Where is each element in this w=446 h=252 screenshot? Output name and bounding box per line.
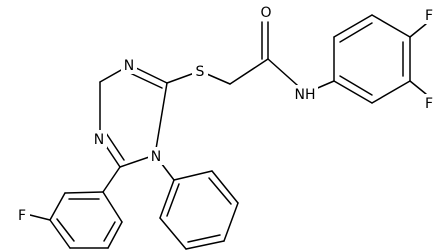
- fluorine-atom-right: F: [421, 94, 437, 112]
- bond: [102, 191, 123, 223]
- fluorine-atom-left: F: [14, 206, 30, 224]
- triazole-n4-atom: N: [148, 147, 164, 165]
- triazole-n2-label: N: [94, 132, 104, 148]
- bond: [333, 80, 373, 104]
- bond: [371, 14, 411, 38]
- bond: [371, 80, 411, 104]
- amide-nh-label: NH: [295, 87, 316, 103]
- bond: [166, 183, 180, 217]
- bond: [64, 191, 104, 194]
- oxygen-label: O: [260, 5, 271, 21]
- bond: [56, 218, 75, 242]
- bond: [29, 214, 51, 221]
- bond: [159, 217, 187, 250]
- bond: [333, 14, 373, 38]
- bond: [102, 166, 121, 193]
- bond: [211, 170, 239, 204]
- fluorine-label: F: [425, 96, 433, 112]
- bond: [103, 221, 116, 242]
- bond: [105, 132, 125, 161]
- bond: [159, 179, 175, 219]
- bond: [339, 22, 373, 43]
- bond: [223, 202, 239, 242]
- fluorine-label: F: [18, 208, 26, 224]
- sulfur-label: S: [196, 64, 205, 80]
- atom-labels: O S NH N N N F F: [14, 3, 437, 224]
- triazole-n2-atom: N: [91, 130, 107, 148]
- bond: [129, 72, 163, 89]
- bond: [49, 219, 71, 249]
- fluorine-label: F: [425, 8, 433, 24]
- bond: [107, 221, 123, 249]
- bond: [173, 170, 213, 181]
- amide-nh-atom: NH: [292, 85, 318, 103]
- triazole-n4-label: N: [151, 149, 161, 165]
- oxygen-atom: O: [258, 3, 274, 21]
- sulfur-atom: S: [192, 62, 208, 80]
- triazole-n1-atom: N: [121, 56, 137, 74]
- triazole-n1-label: N: [124, 58, 134, 74]
- bond: [339, 75, 373, 96]
- bond: [409, 23, 427, 38]
- bond: [154, 82, 168, 156]
- bond: [49, 192, 66, 221]
- bond: [208, 177, 232, 205]
- bonds: [29, 14, 427, 250]
- bond: [229, 58, 269, 85]
- bond: [409, 80, 427, 95]
- bond: [185, 240, 225, 250]
- fluorine-atom-top: F: [421, 6, 437, 24]
- bond: [187, 234, 221, 243]
